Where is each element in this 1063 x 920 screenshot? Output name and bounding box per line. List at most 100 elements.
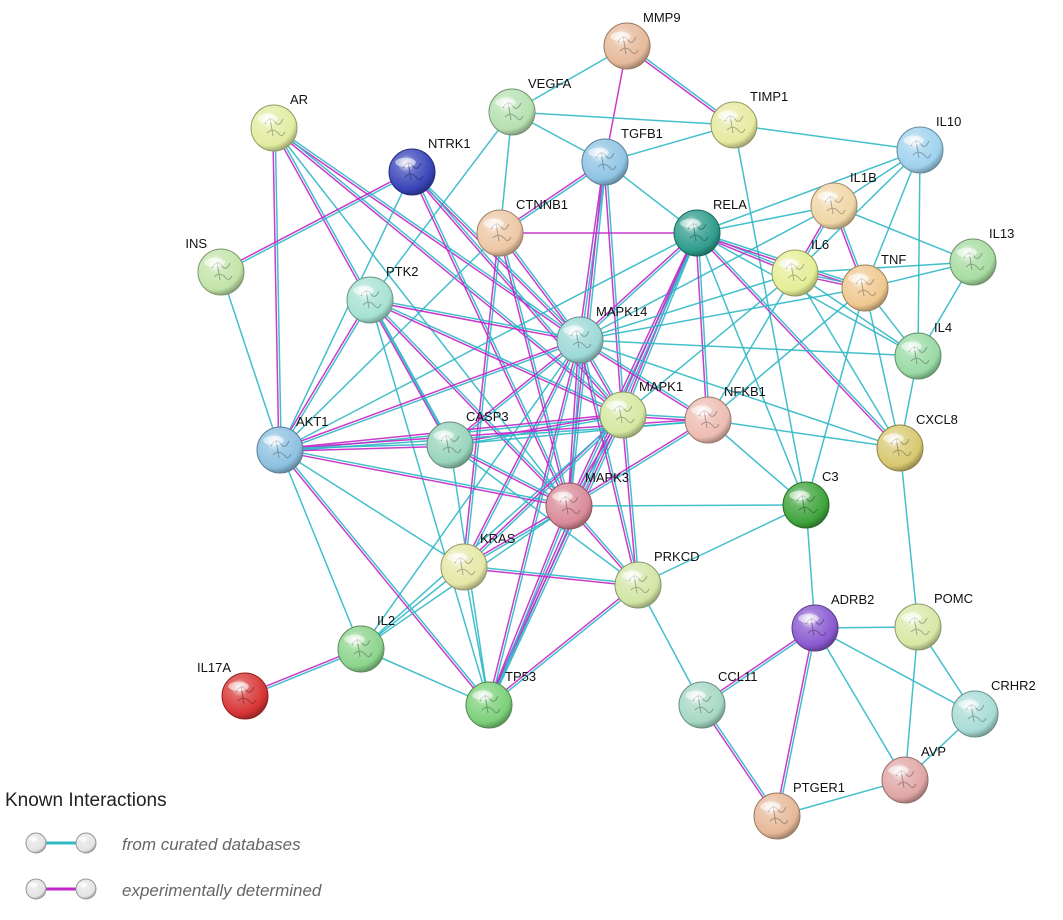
edge-mapk14-prkcd: [578, 339, 640, 586]
edge-vegfa-timp1: [511, 111, 735, 126]
node-c3[interactable]: C3: [782, 469, 839, 529]
edge-mapk14-il2: [360, 339, 581, 650]
edge-prkcd-tp53: [487, 583, 640, 707]
node-ptk2[interactable]: PTK2: [346, 264, 419, 324]
legend-swatch-curated: [25, 832, 97, 854]
edge-il1b-il13: [833, 205, 974, 263]
edge-ptk2-akt1: [278, 298, 372, 452]
edge-mapk14-tp53: [487, 339, 582, 706]
node-label-il6: IL6: [811, 237, 829, 252]
node-label-adrb2: ADRB2: [831, 592, 874, 607]
node-label-ctnnb1: CTNNB1: [516, 197, 568, 212]
edge-ptk2-mapk1: [369, 298, 624, 417]
edge-casp3-prkcd: [449, 444, 639, 586]
edge-rela-mapk14: [578, 231, 699, 342]
node-ctnnb1[interactable]: CTNNB1: [476, 197, 568, 257]
node-label-mapk3: MAPK3: [585, 470, 629, 485]
node-label-casp3: CASP3: [466, 409, 509, 424]
node-label-tnf: TNF: [881, 252, 906, 267]
node-ar[interactable]: AR: [250, 92, 308, 152]
node-il6[interactable]: IL6: [771, 237, 829, 297]
node-il17a[interactable]: IL17A: [197, 660, 269, 720]
node-adrb2[interactable]: ADRB2: [791, 592, 874, 652]
edge-ar-mapk14: [272, 126, 582, 342]
node-casp3[interactable]: CASP3: [426, 409, 509, 469]
edge-cxcl8-mapk14: [579, 339, 901, 449]
edge-il10-il4: [917, 149, 921, 357]
edge-ar-mapk3: [273, 127, 570, 507]
node-nfkb1[interactable]: NFKB1: [684, 384, 766, 444]
edge-adrb2-avp: [814, 627, 906, 781]
node-ptger1[interactable]: PTGER1: [753, 780, 845, 840]
node-il4[interactable]: IL4: [894, 320, 952, 380]
edge-rela-c3: [696, 232, 807, 506]
node-tnf[interactable]: TNF: [841, 252, 906, 312]
legend-swatch-experimental: [25, 878, 97, 900]
node-timp1[interactable]: TIMP1: [710, 89, 788, 149]
node-ins[interactable]: INS: [185, 236, 245, 296]
node-crhr2[interactable]: CRHR2: [951, 678, 1036, 738]
edge-il6-il4: [794, 272, 919, 357]
node-label-il13: IL13: [989, 226, 1014, 241]
node-label-ntrk1: NTRK1: [428, 136, 471, 151]
edge-ptk2-mapk3: [368, 298, 571, 508]
node-label-ar: AR: [290, 92, 308, 107]
edge-akt1-kras: [279, 449, 465, 568]
node-mapk3[interactable]: MAPK3: [545, 470, 629, 530]
edge-tnf-cxcl8: [864, 287, 901, 449]
node-tgfb1[interactable]: TGFB1: [581, 126, 663, 186]
edge-il4-mapk14: [579, 339, 919, 357]
edge-il10-il6: [794, 149, 921, 274]
node-il13[interactable]: IL13: [949, 226, 1014, 286]
node-akt1[interactable]: AKT1: [256, 414, 329, 474]
edge-mapk3-tp53: [487, 505, 571, 706]
node-ntrk1[interactable]: NTRK1: [388, 136, 471, 196]
node-label-ccl11: CCL11: [718, 669, 758, 684]
node-mapk14[interactable]: MAPK14: [556, 304, 647, 364]
edge-ptk2-mapk14: [369, 298, 581, 342]
node-kras[interactable]: KRAS: [440, 531, 516, 591]
node-prkcd[interactable]: PRKCD: [614, 549, 700, 609]
node-rela[interactable]: RELA: [673, 197, 747, 257]
edge-rela-akt1: [279, 232, 698, 451]
node-label-tp53: TP53: [505, 669, 536, 684]
edge-tgfb1-mapk14: [578, 161, 607, 341]
node-il10[interactable]: IL10: [896, 114, 961, 174]
edge-timp1-il10: [733, 124, 921, 151]
edge-mapk14-kras: [462, 339, 582, 568]
edge-il6-mapk1: [622, 272, 796, 416]
edge-ctnnb1-kras: [462, 232, 502, 568]
edge-rela-mapk3: [567, 232, 699, 507]
node-pomc[interactable]: POMC: [894, 591, 973, 651]
edge-cxcl8-pomc: [899, 447, 919, 628]
node-label-tgfb1: TGFB1: [621, 126, 663, 141]
node-mmp9[interactable]: MMP9: [603, 10, 681, 70]
edge-vegfa-ptk2: [369, 111, 513, 301]
edge-il6-il13: [794, 261, 974, 274]
edge-ntrk1-akt1: [279, 171, 413, 451]
node-mapk1[interactable]: MAPK1: [599, 379, 683, 439]
node-tp53[interactable]: TP53: [465, 669, 536, 729]
edge-mapk14-akt1: [279, 338, 581, 452]
edge-mapk3-c3: [568, 504, 807, 507]
node-il2[interactable]: IL2: [337, 613, 395, 673]
edge-tnf-mapk14: [579, 287, 866, 341]
edge-akt1-tp53: [278, 448, 491, 707]
node-il1b[interactable]: IL1B: [810, 170, 877, 230]
legend: Known Interactions from curated database…: [5, 790, 322, 900]
node-avp[interactable]: AVP: [881, 744, 946, 804]
node-vegfa[interactable]: VEGFA: [488, 76, 572, 136]
legend-title: Known Interactions: [5, 790, 167, 811]
edge-il1b-mapk14: [579, 205, 835, 341]
edge-il6-mapk14: [579, 272, 796, 341]
node-label-c3: C3: [822, 469, 839, 484]
node-ccl11[interactable]: CCL11: [678, 669, 758, 729]
node-cxcl8[interactable]: CXCL8: [876, 412, 958, 472]
edge-il10-tnf: [864, 149, 921, 289]
edge-mapk1-prkcd: [621, 414, 640, 586]
edge-nfkb1-cxcl8: [707, 419, 901, 449]
node-label-nfkb1: NFKB1: [724, 384, 766, 399]
